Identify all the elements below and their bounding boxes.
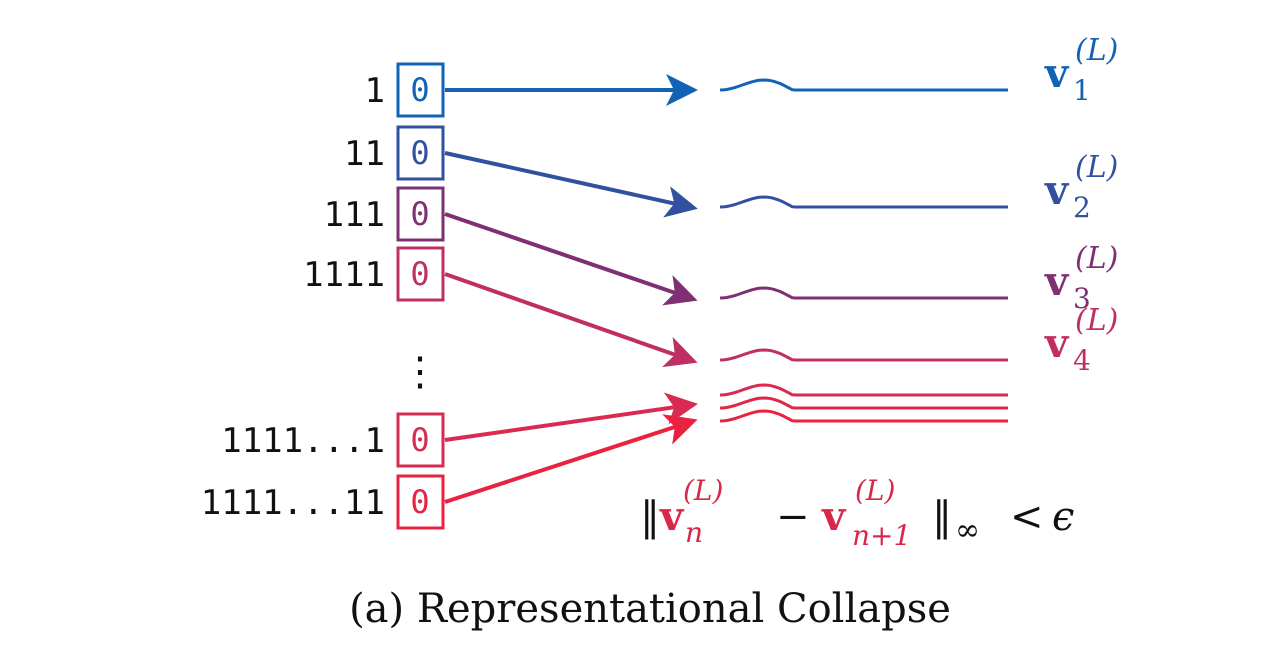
formula-v-n: v	[659, 493, 685, 540]
token-box	[396, 125, 445, 181]
representation-wave	[719, 348, 1008, 362]
vector-subscript: 2	[1073, 191, 1091, 224]
vector-subscript: 1	[1073, 74, 1091, 107]
token-box	[396, 186, 445, 242]
input-row: 111 0	[324, 186, 698, 306]
formula-minus: −	[776, 494, 810, 540]
epsilon: ϵ	[1052, 494, 1074, 540]
representation-wave	[719, 286, 1008, 300]
representation-wave	[719, 195, 1008, 209]
token-box	[396, 62, 445, 118]
formula-v-n1: v	[821, 493, 847, 540]
representation-wave	[719, 383, 1008, 397]
input-sequence-label: 11	[344, 134, 385, 174]
input-sequence-label: 1111...11	[201, 483, 385, 523]
vector-base: v	[1044, 50, 1070, 97]
token-value: 0	[410, 483, 429, 521]
representation-wave	[719, 409, 1008, 423]
input-row: 1111...1 0	[221, 392, 698, 468]
input-row: 11 0	[344, 125, 698, 218]
token-value: 0	[410, 134, 429, 172]
mapping-arrow	[444, 151, 698, 218]
input-sequence-label: 1111	[303, 255, 385, 295]
formula-sub-n: n	[685, 516, 703, 549]
caption: (a) Representational Collapse	[349, 586, 951, 632]
formula-sub-n1: n+1	[852, 519, 911, 552]
vector-superscript: (L)	[1075, 303, 1118, 338]
vector-base: v	[1044, 167, 1070, 214]
vector-base: v	[1044, 258, 1070, 305]
norm-infinity: ∞	[955, 513, 980, 548]
formula-sup-1: (L)	[683, 474, 723, 507]
norm-open: ‖	[640, 494, 660, 540]
token-box	[396, 474, 445, 530]
input-row: 1111 0	[303, 246, 698, 368]
mapping-arrow	[444, 392, 698, 442]
input-row: 1111...11 0	[201, 414, 698, 530]
mapping-arrow	[444, 272, 698, 368]
input-sequence-label: 1111...1	[221, 421, 385, 461]
mapping-arrow	[444, 212, 698, 306]
vertical-ellipsis: ⋮	[400, 349, 440, 395]
vector-subscript: 4	[1073, 344, 1091, 377]
representation-wave	[719, 78, 1008, 92]
input-sequence-label: 111	[324, 195, 385, 235]
representation-wave	[719, 396, 1008, 410]
vector-superscript: (L)	[1075, 241, 1118, 276]
less-than: <	[1010, 494, 1044, 540]
token-value: 0	[410, 195, 429, 233]
token-box	[396, 246, 445, 302]
token-box	[396, 412, 445, 468]
formula-sup-2: (L)	[855, 474, 895, 507]
vector-subscript: 3	[1073, 282, 1091, 315]
token-value: 0	[410, 71, 429, 109]
vector-superscript: (L)	[1075, 33, 1118, 68]
input-sequence-label: 1	[365, 71, 385, 111]
vector-superscript: (L)	[1075, 150, 1118, 185]
token-value: 0	[410, 421, 429, 459]
token-value: 0	[410, 255, 429, 293]
convergence-formula: ‖ v n (L) − v n+1 (L) ‖ ∞ < ϵ	[640, 474, 1074, 552]
norm-close: ‖	[932, 494, 952, 540]
mapping-arrow	[444, 414, 698, 504]
vector-base: v	[1044, 320, 1070, 367]
